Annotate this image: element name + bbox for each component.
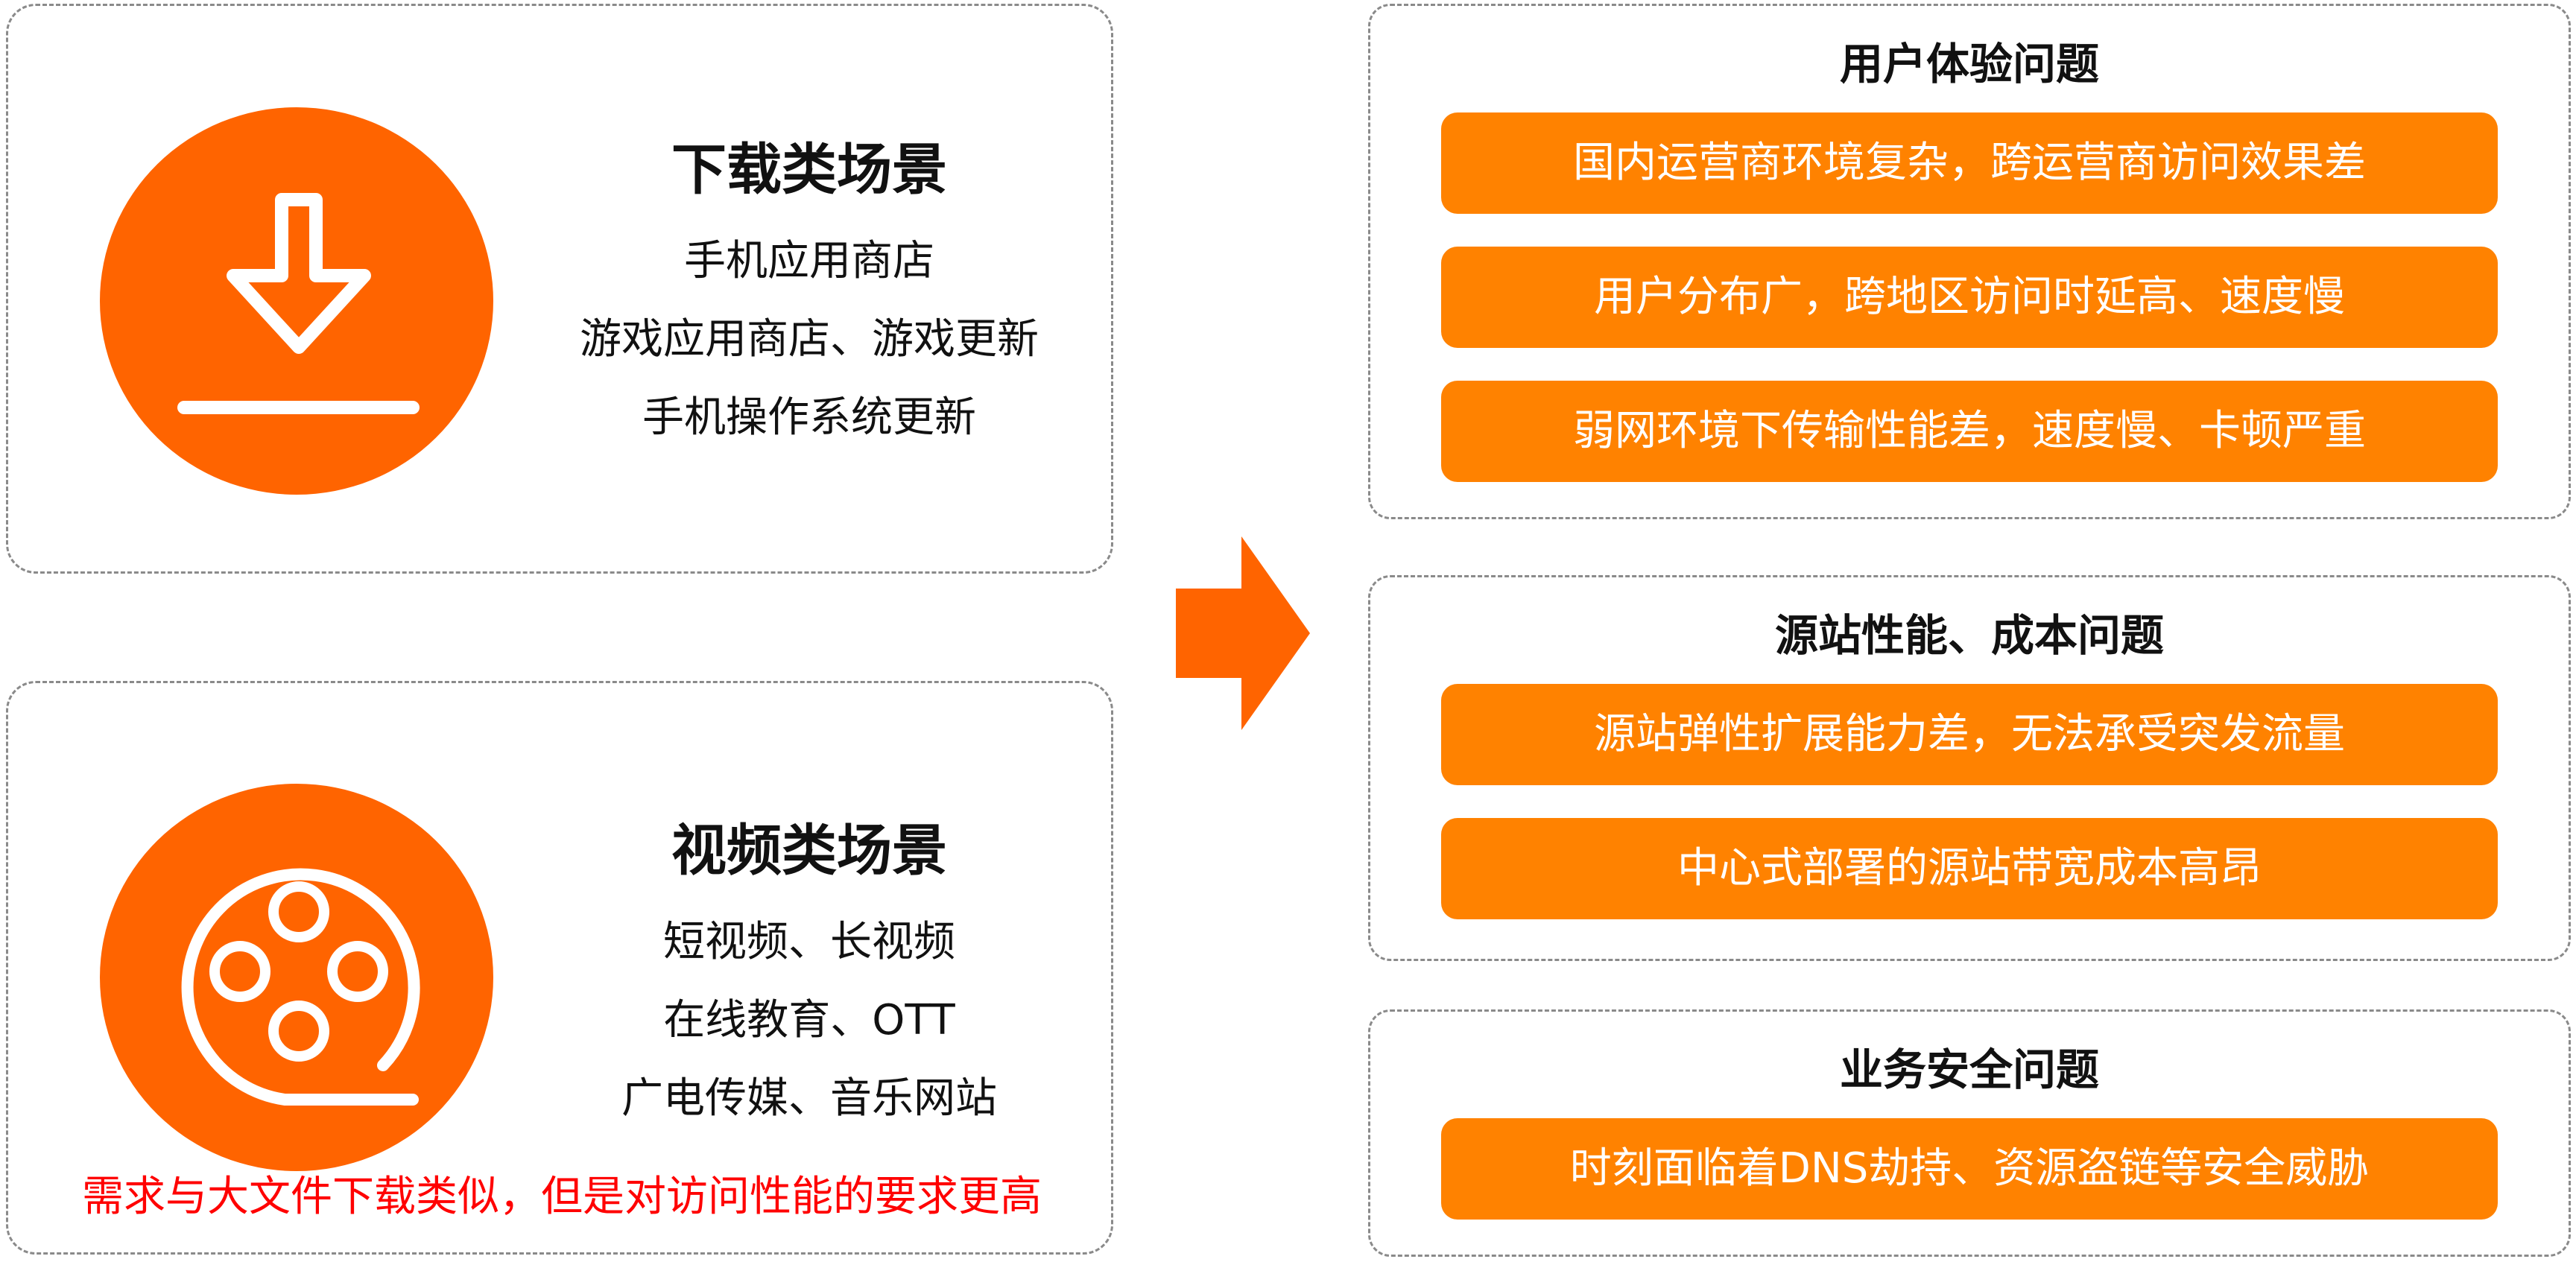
download-scene-line: 手机操作系统更新: [642, 393, 976, 442]
download-icon-badge: [100, 107, 493, 495]
origin-issue-item: 源站弹性扩展能力差，无法承受突发流量: [1441, 684, 2498, 785]
download-icon: [177, 193, 420, 414]
video-scene-panel: 视频类场景 短视频、长视频 在线教育、OTT 广电传媒、音乐网站 需求与大文件下…: [6, 681, 1113, 1255]
film-reel-icon: [181, 868, 420, 1106]
download-scene-text: 下载类场景 手机应用商店 游戏应用商店、游戏更新 手机操作系统更新: [548, 133, 1070, 457]
video-scene-line: 短视频、长视频: [663, 918, 955, 966]
video-scene-title: 视频类场景: [671, 819, 947, 883]
film-reel-icon-badge: [100, 784, 493, 1171]
ux-issues-panel: 用户体验问题 国内运营商环境复杂，跨运营商访问效果差 用户分布广，跨地区访问时延…: [1368, 4, 2571, 519]
ux-issues-title: 用户体验问题: [1839, 39, 2099, 89]
download-scene-panel: 下载类场景 手机应用商店 游戏应用商店、游戏更新 手机操作系统更新: [6, 4, 1113, 574]
ux-issue-item: 弱网环境下传输性能差，速度慢、卡顿严重: [1441, 381, 2498, 482]
ux-issue-item: 国内运营商环境复杂，跨运营商访问效果差: [1441, 112, 2498, 214]
download-scene-title: 下载类场景: [671, 138, 947, 202]
security-issues-panel: 业务安全问题 时刻面临着DNS劫持、资源盗链等安全威胁: [1368, 1009, 2571, 1257]
download-scene-line: 游戏应用商店、游戏更新: [580, 315, 1039, 364]
video-scene-note: 需求与大文件下载类似，但是对访问性能的要求更高: [82, 1173, 1042, 1221]
video-scene-line: 在线教育、OTT: [663, 996, 955, 1044]
right-arrow-icon: [1176, 536, 1310, 730]
security-issues-title: 业务安全问题: [1839, 1044, 2099, 1095]
origin-issue-item: 中心式部署的源站带宽成本高昂: [1441, 818, 2498, 919]
security-issue-item: 时刻面临着DNS劫持、资源盗链等安全威胁: [1441, 1118, 2498, 1220]
origin-issues-panel: 源站性能、成本问题 源站弹性扩展能力差，无法承受突发流量 中心式部署的源站带宽成…: [1368, 575, 2571, 961]
download-scene-line: 手机应用商店: [684, 237, 934, 285]
ux-issue-item: 用户分布广，跨地区访问时延高、速度慢: [1441, 247, 2498, 348]
video-scene-line: 广电传媒、音乐网站: [621, 1074, 997, 1123]
video-scene-text: 视频类场景 短视频、长视频 在线教育、OTT 广电传媒、音乐网站: [548, 814, 1070, 1138]
origin-issues-title: 源站性能、成本问题: [1774, 610, 2164, 661]
